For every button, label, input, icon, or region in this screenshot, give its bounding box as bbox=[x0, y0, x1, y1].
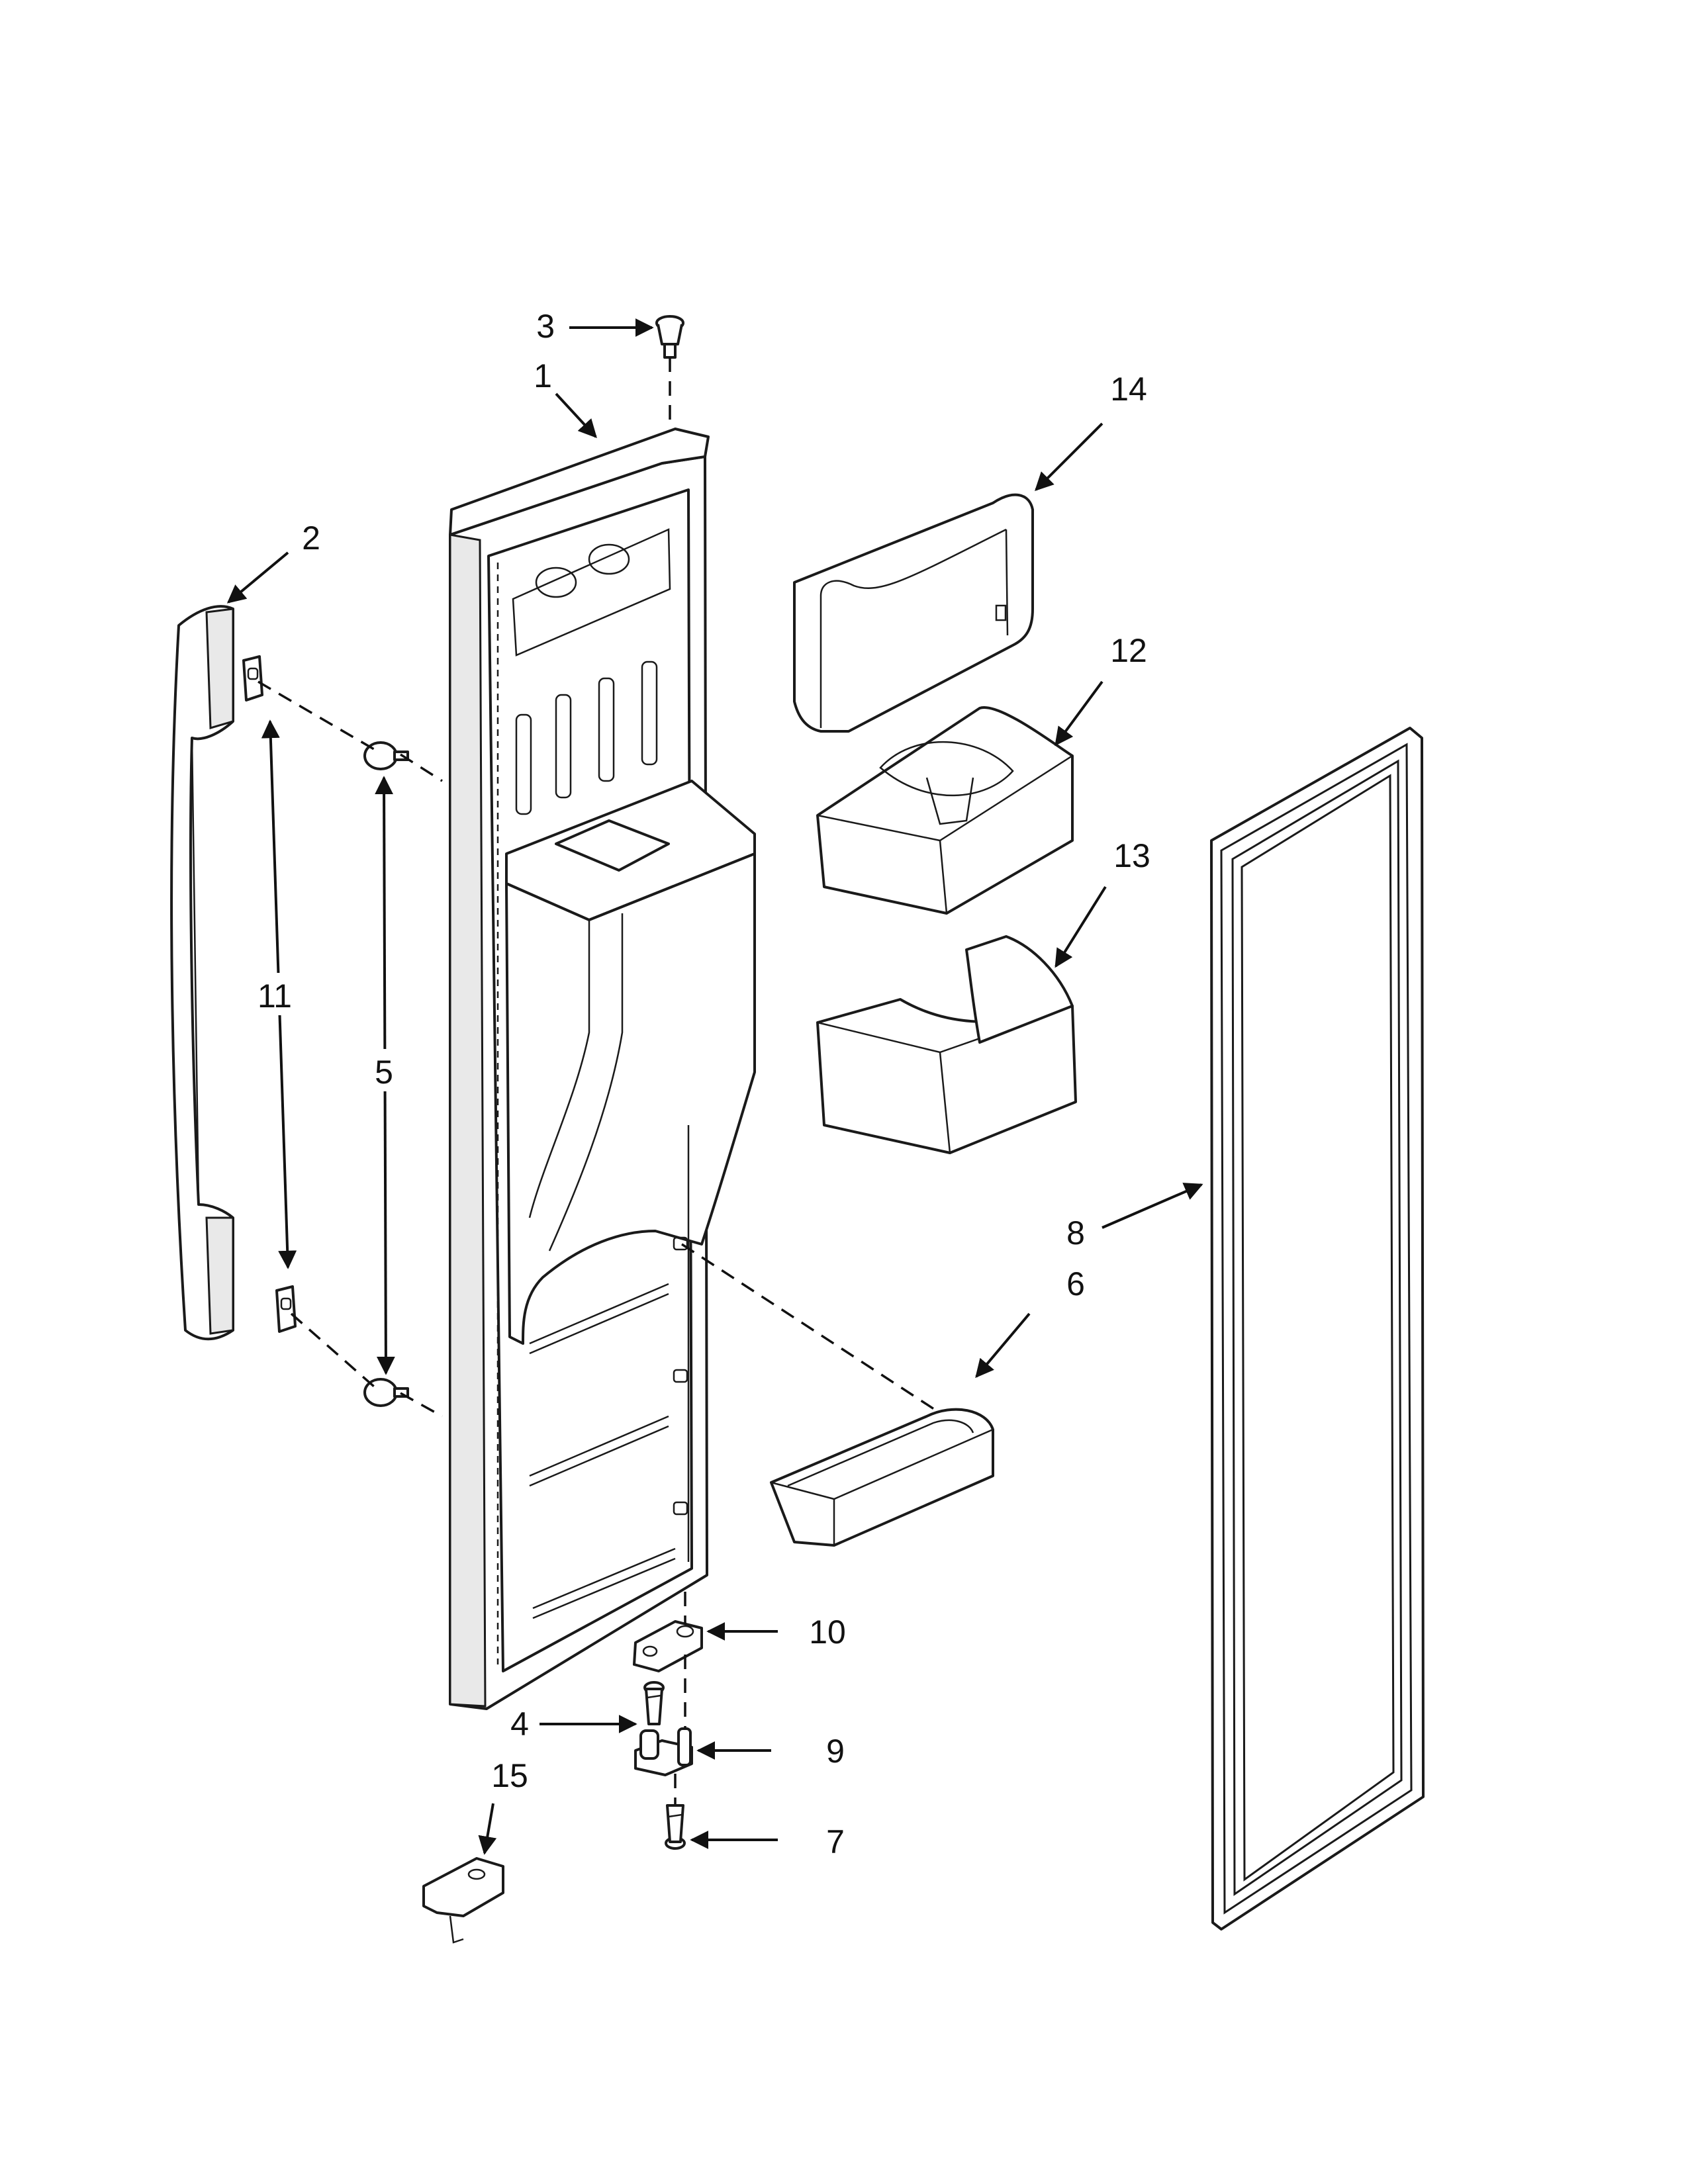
callout-15: 15 bbox=[491, 1757, 528, 1794]
dispenser-trim bbox=[793, 493, 1034, 733]
leader-15 bbox=[478, 1803, 497, 1855]
leader-2 bbox=[226, 551, 289, 604]
dispenser-lower-trim bbox=[816, 935, 1077, 1154]
ice-chute-cover bbox=[816, 706, 1074, 915]
leader-13 bbox=[1055, 886, 1107, 968]
callout-7: 7 bbox=[826, 1823, 845, 1860]
top-hinge-plug bbox=[655, 315, 684, 359]
door-handle bbox=[170, 605, 234, 1341]
leader-14 bbox=[1035, 422, 1103, 491]
leader-1 bbox=[555, 392, 597, 439]
callout-11: 11 bbox=[258, 978, 292, 1015]
leader-6 bbox=[975, 1312, 1031, 1379]
callout-14: 14 bbox=[1110, 371, 1147, 408]
door-gasket bbox=[1210, 727, 1425, 1931]
callout-9: 9 bbox=[826, 1733, 845, 1770]
hinge-pin-assembly bbox=[634, 1727, 693, 1776]
hinge-pin-screw bbox=[665, 1804, 686, 1850]
callout-13: 13 bbox=[1113, 837, 1150, 874]
hinge-screw bbox=[643, 1681, 665, 1725]
callout-3: 3 bbox=[536, 308, 555, 345]
assembly-line-upper-clip bbox=[258, 680, 378, 752]
door-bin bbox=[770, 1408, 994, 1547]
handle-clip-lower bbox=[275, 1285, 297, 1333]
hinge-spacer bbox=[422, 1857, 504, 1944]
leader-8 bbox=[1102, 1183, 1203, 1229]
callout-8: 8 bbox=[1066, 1214, 1085, 1251]
assembly-line-lower-clip bbox=[290, 1312, 375, 1388]
callout-5: 5 bbox=[375, 1054, 393, 1091]
callout-10: 10 bbox=[809, 1614, 846, 1651]
assembly-line-lower-screw bbox=[400, 1392, 443, 1418]
handle-clip-upper bbox=[242, 655, 263, 702]
door-panel bbox=[449, 428, 756, 1710]
callout-12: 12 bbox=[1110, 632, 1147, 669]
hinge-bracket bbox=[633, 1620, 703, 1672]
assembly-line-bin bbox=[681, 1243, 941, 1414]
callout-4: 4 bbox=[510, 1706, 529, 1743]
callout-2: 2 bbox=[302, 520, 320, 557]
callout-6: 6 bbox=[1066, 1265, 1085, 1302]
leader-12 bbox=[1055, 680, 1103, 747]
assembly-line-upper-screw bbox=[400, 753, 443, 782]
callout-1: 1 bbox=[534, 357, 552, 394]
